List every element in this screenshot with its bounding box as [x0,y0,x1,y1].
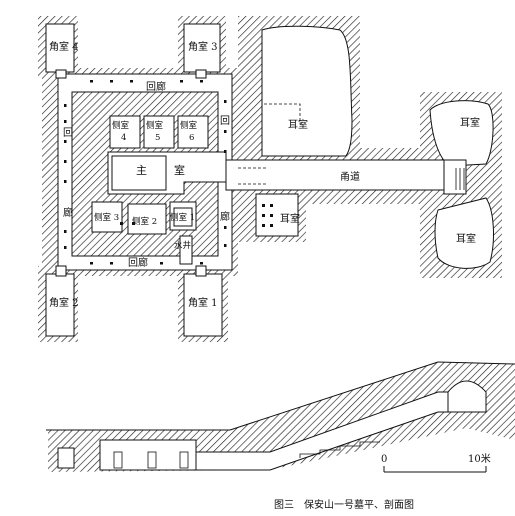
scale-zero: 0 [381,454,387,465]
corner-room-3 [183,23,221,73]
label-side-room-2: 侧室 2 [132,216,157,227]
label-corner-room-4: 角室 4 [49,40,79,53]
label-corner-room-1: 角室 1 [188,296,218,309]
main-chamber-inner [111,155,167,191]
label-well: 水井 [174,240,191,251]
side-room-6 [177,115,209,149]
label-corridor-west-top: 回 [63,127,73,139]
east-ear-room-bottom [434,197,494,269]
label-ear-room-east-bottom: 耳室 [456,232,476,245]
section-cavity [57,447,75,469]
side-room-5 [143,115,175,149]
plan-details [238,103,465,190]
label-ear-room-east-top: 耳室 [460,116,480,129]
corridor-dots [64,80,273,265]
figure-caption: 图三 保安山一号墓平、剖面图 [274,498,414,511]
scale-bar: 0 10米 [381,452,491,473]
section-door-1 [113,451,123,469]
label-side-room-4: 侧室 [112,120,130,131]
label-side-room-5-num: 5 [155,133,160,143]
corner-room-2 [45,273,75,337]
label-corridor-east-bottom: 廊 [220,210,230,223]
section-arch [447,380,487,413]
label-corridor-west-bottom: 廊 [63,206,73,219]
well-shaft [179,235,193,265]
east-ear-room-top [429,100,494,167]
scale-max: 10米 [468,452,491,465]
label-side-room-6-num: 6 [189,133,194,143]
label-main-chamber-right: 室 [174,163,185,177]
label-side-room-6: 侧室 [180,120,198,131]
plan-spaces [45,23,494,337]
label-side-room-1: 侧室 1 [170,212,195,223]
ring-corridor [57,73,233,271]
label-side-room-4-num: 4 [121,133,126,143]
link-ne [195,69,207,79]
side-room-1-inner [173,207,193,227]
north-ear-room [261,25,353,157]
corner-room-1 [183,273,223,337]
side-room-2 [127,203,167,235]
section-profile [46,361,515,472]
label-corner-room-3: 角室 3 [188,40,218,53]
label-main-chamber-left: 主 [136,164,147,177]
section-door-3 [179,451,189,469]
link-nw [55,69,67,79]
label-corner-room-2: 角室 2 [49,296,79,309]
label-corridor-north: 回廊 [146,80,166,93]
link-se [195,265,207,277]
main-passage [225,159,451,191]
section-stairs [299,441,380,458]
label-corridor-south: 回廊 [128,256,148,269]
section-door-2 [147,451,157,469]
side-room-4 [109,115,141,149]
east-vestibule [443,159,467,195]
label-ear-room-south: 耳室 [280,212,300,225]
link-sw [55,265,67,277]
label-ear-room-north: 耳室 [288,118,308,131]
label-side-room-3: 侧室 3 [94,212,119,223]
corner-room-4 [45,23,75,73]
plan-labels: 角室 4 角室 3 角室 2 角室 1 回廊 回廊 回 廊 回 廊 侧室 4 侧… [49,40,480,309]
label-passage: 甬道 [340,170,360,183]
label-side-room-5: 侧室 [146,120,164,131]
label-corridor-east-top: 回 [220,115,230,127]
side-room-3 [91,201,123,233]
